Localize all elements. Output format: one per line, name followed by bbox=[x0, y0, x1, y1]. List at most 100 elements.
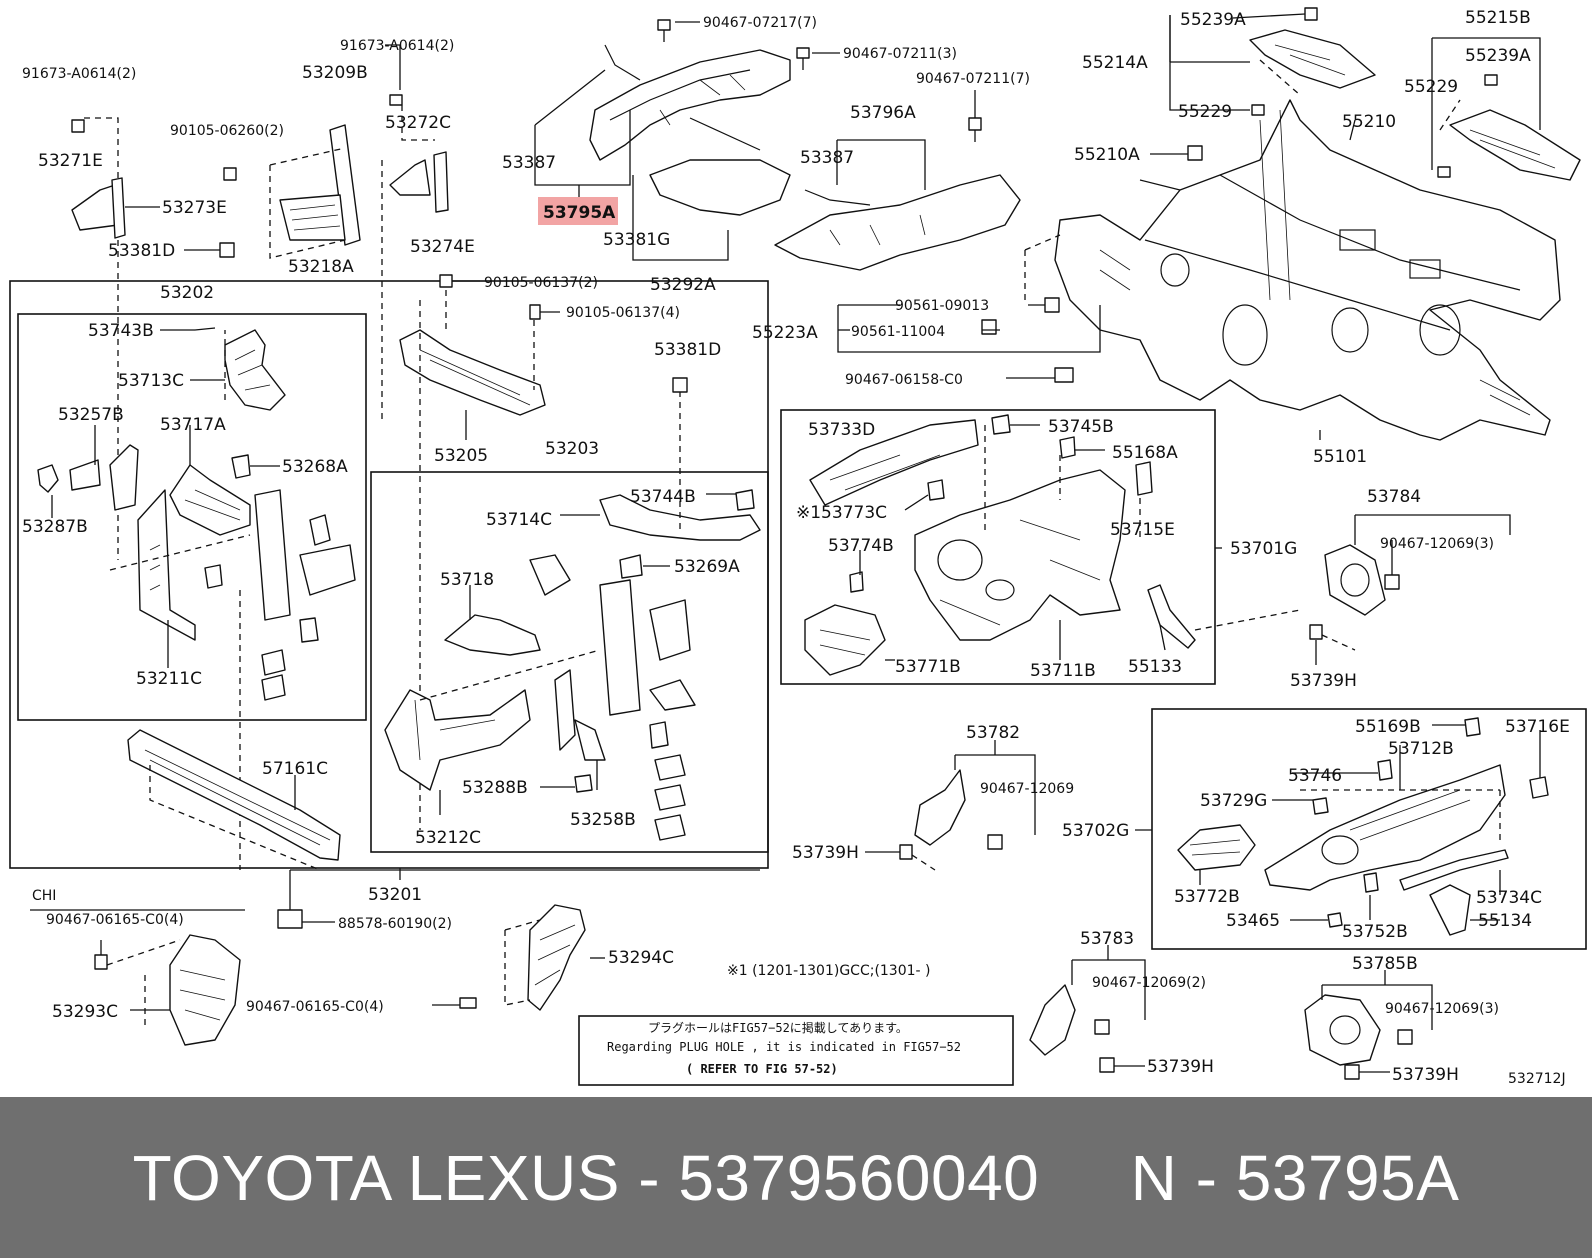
nut-icon bbox=[1397, 1029, 1413, 1045]
note-line-2: Regarding PLUG HOLE , it is indicated in… bbox=[607, 1040, 961, 1054]
label-53387: 53387 bbox=[800, 148, 854, 168]
label-53201: 53201 bbox=[368, 885, 422, 905]
part-53733D-rail bbox=[809, 419, 979, 506]
label-53783: 53783 bbox=[1080, 929, 1134, 949]
part-small-bracket bbox=[204, 564, 319, 701]
bolt-icon bbox=[459, 997, 477, 1009]
label-53796A: 53796A bbox=[850, 103, 916, 123]
parts-diagram: 53795A 53387 53387 53381G 53292A 53796A … bbox=[9, 7, 1587, 1087]
part-53271E-bracket bbox=[71, 177, 126, 239]
label-55134: 55134 bbox=[1478, 911, 1532, 931]
label-53272C: 53272C bbox=[385, 113, 451, 133]
label-53739H: 53739H bbox=[1392, 1065, 1459, 1085]
part-53718-bracket bbox=[444, 554, 571, 656]
bolt-icon bbox=[899, 844, 913, 860]
label-53205: 53205 bbox=[434, 446, 488, 466]
label-53739H: 53739H bbox=[1290, 671, 1357, 691]
label-53268A: 53268A bbox=[282, 457, 348, 477]
label-53746: 53746 bbox=[1288, 766, 1342, 786]
label-55210A: 55210A bbox=[1074, 145, 1140, 165]
label-53717A: 53717A bbox=[160, 415, 226, 435]
label-55169B: 55169B bbox=[1355, 717, 1421, 737]
label-53293C: 53293C bbox=[52, 1002, 118, 1022]
group-box-53201 bbox=[9, 280, 769, 869]
label-53771B: 53771B bbox=[895, 657, 961, 677]
part-53211C-panel bbox=[137, 489, 196, 641]
label-55133: 55133 bbox=[1128, 657, 1182, 677]
label-53465: 53465 bbox=[1226, 911, 1280, 931]
label-53714C: 53714C bbox=[486, 510, 552, 530]
part-53785B-cover bbox=[1304, 994, 1381, 1066]
label-53711B: 53711B bbox=[1030, 661, 1096, 681]
label-90561-11004: 90561-11004 bbox=[851, 324, 945, 340]
label-90105-06137: 90105-06137(4) bbox=[566, 305, 680, 321]
highlight-53795A bbox=[538, 197, 618, 225]
label-55239A: 55239A bbox=[1465, 46, 1531, 66]
label-90467-06158-C0: 90467-06158-C0 bbox=[845, 372, 963, 388]
label-53258B: 53258B bbox=[570, 810, 636, 830]
bolt-icon bbox=[1437, 166, 1451, 178]
nut-icon bbox=[987, 834, 1003, 850]
part-55133-bracket bbox=[1147, 584, 1196, 649]
note-box bbox=[578, 1015, 1014, 1086]
part-53729G-clip bbox=[1312, 797, 1329, 815]
label-53718: 53718 bbox=[440, 570, 494, 590]
part-53257B-bracket bbox=[69, 444, 139, 511]
nut-icon bbox=[1384, 574, 1400, 590]
label-53381D: 53381D bbox=[654, 340, 721, 360]
part-53272C-bracket bbox=[389, 151, 449, 213]
group-box-53202 bbox=[17, 313, 367, 721]
label-53716E: 53716E bbox=[1505, 717, 1570, 737]
part-53287B-clip bbox=[37, 464, 59, 493]
label-55239A: 55239A bbox=[1180, 10, 1246, 30]
bolt-icon bbox=[71, 119, 85, 133]
label-90105-06137: 90105-06137(2) bbox=[484, 275, 598, 291]
label-53744B: 53744B bbox=[630, 487, 696, 507]
part-53381G-pad bbox=[649, 117, 791, 216]
nut-icon bbox=[981, 319, 997, 335]
bolt-icon bbox=[529, 304, 541, 320]
label-55229: 55229 bbox=[1404, 77, 1458, 97]
part-55101-dash-panel bbox=[1054, 99, 1561, 441]
part-53293C-bracket bbox=[169, 934, 241, 1046]
bolt-icon bbox=[1484, 74, 1498, 86]
part-53716E-clip bbox=[1529, 776, 1549, 799]
label-53381G: 53381G bbox=[603, 230, 670, 250]
bolt-icon bbox=[223, 167, 237, 181]
part-53465-clip bbox=[1327, 912, 1343, 928]
label-91673-A0614: 91673-A0614(2) bbox=[22, 66, 136, 82]
label-53288B: 53288B bbox=[462, 778, 528, 798]
bolt-icon bbox=[1251, 104, 1265, 116]
label-55229: 55229 bbox=[1178, 102, 1232, 122]
label-53292A: 53292A bbox=[650, 275, 716, 295]
label-53209B: 53209B bbox=[302, 63, 368, 83]
label-53774B: 53774B bbox=[828, 536, 894, 556]
label-90467-06165-C0: 90467-06165-C0(4) bbox=[46, 912, 184, 928]
part-53212C-panel bbox=[384, 689, 531, 791]
bolt-icon bbox=[1309, 624, 1323, 640]
label-53784: 53784 bbox=[1367, 487, 1421, 507]
label-90467-07217: 90467-07217(7) bbox=[703, 15, 817, 31]
label-53701G: 53701G bbox=[1230, 539, 1297, 559]
nut-icon bbox=[672, 377, 688, 393]
part-53268A-bracket bbox=[231, 454, 251, 479]
label-57161C: 57161C bbox=[262, 759, 328, 779]
part-53269A-bracket bbox=[619, 554, 643, 579]
note-line-1: プラグホールはFIG57−52に掲載してあります。 bbox=[648, 1020, 908, 1035]
footnote: ※1 (1201-1301)GCC;(1301- ) bbox=[727, 963, 931, 979]
part-53713C-bracket bbox=[224, 329, 286, 411]
label-55223A: 55223A bbox=[752, 323, 818, 343]
label-90467-12069: 90467-12069(3) bbox=[1385, 1001, 1499, 1017]
label-53752B: 53752B bbox=[1342, 922, 1408, 942]
label-53387: 53387 bbox=[502, 153, 556, 173]
label-53729G: 53729G bbox=[1200, 791, 1267, 811]
label-53734C: 53734C bbox=[1476, 888, 1542, 908]
label-55214A: 55214A bbox=[1082, 53, 1148, 73]
nut-icon bbox=[219, 242, 235, 258]
bolt-icon bbox=[1304, 7, 1318, 21]
part-53795A-cowl-panel bbox=[589, 44, 791, 161]
part-53258B-column bbox=[554, 579, 641, 761]
part-57161C-rail bbox=[127, 729, 341, 861]
part-53746-clip bbox=[1377, 759, 1393, 781]
label-53381D: 53381D bbox=[108, 241, 175, 261]
